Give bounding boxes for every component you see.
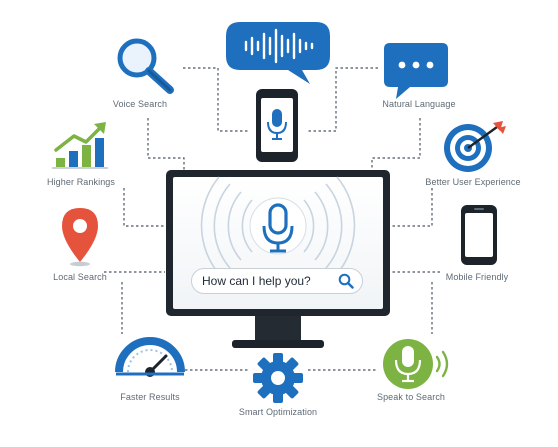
- magnifier-icon: [117, 38, 174, 94]
- label-mobile-friendly: Mobile Friendly: [445, 272, 509, 282]
- connector-natural-language: [306, 67, 378, 132]
- location-pin-icon: [62, 208, 98, 267]
- chat-bubble-icon: [384, 43, 448, 99]
- connector-voice-search-monitor: [147, 118, 185, 170]
- bar-chart-growth-icon: [52, 122, 108, 169]
- screen-microphone-icon: [249, 197, 307, 255]
- label-voice-search: Voice Search: [112, 99, 168, 109]
- sound-wave-arcs: [200, 176, 356, 275]
- label-higher-rankings: Higher Rankings: [46, 177, 116, 187]
- label-better-user-experience: Better User Experience: [425, 177, 521, 187]
- search-bar[interactable]: How can I help you?: [191, 268, 363, 294]
- connector-higher-rankings: [123, 188, 165, 227]
- monitor: [166, 170, 390, 348]
- target-icon: [444, 121, 506, 172]
- connector-voice-search: [183, 67, 248, 132]
- smartphone-microphone-icon: [256, 89, 298, 162]
- soundwave-speech-bubble-icon: [226, 22, 330, 84]
- speedometer-icon: [115, 337, 185, 377]
- label-smart-optimization: Smart Optimization: [238, 407, 318, 417]
- smartphone-icon: [461, 205, 497, 265]
- search-query-text: How can I help you?: [202, 274, 311, 288]
- connector-better-experience: [390, 188, 433, 227]
- connector-lines: [104, 67, 440, 371]
- label-faster-results: Faster Results: [120, 392, 180, 402]
- search-icon[interactable]: [338, 273, 354, 289]
- gear-icon: [253, 353, 303, 403]
- label-local-search: Local Search: [53, 272, 107, 282]
- connector-natural-language-monitor: [371, 118, 421, 170]
- microphone-icon: [383, 339, 449, 389]
- label-speak-to-search: Speak to Search: [376, 392, 446, 402]
- label-natural-language: Natural Language: [382, 99, 456, 109]
